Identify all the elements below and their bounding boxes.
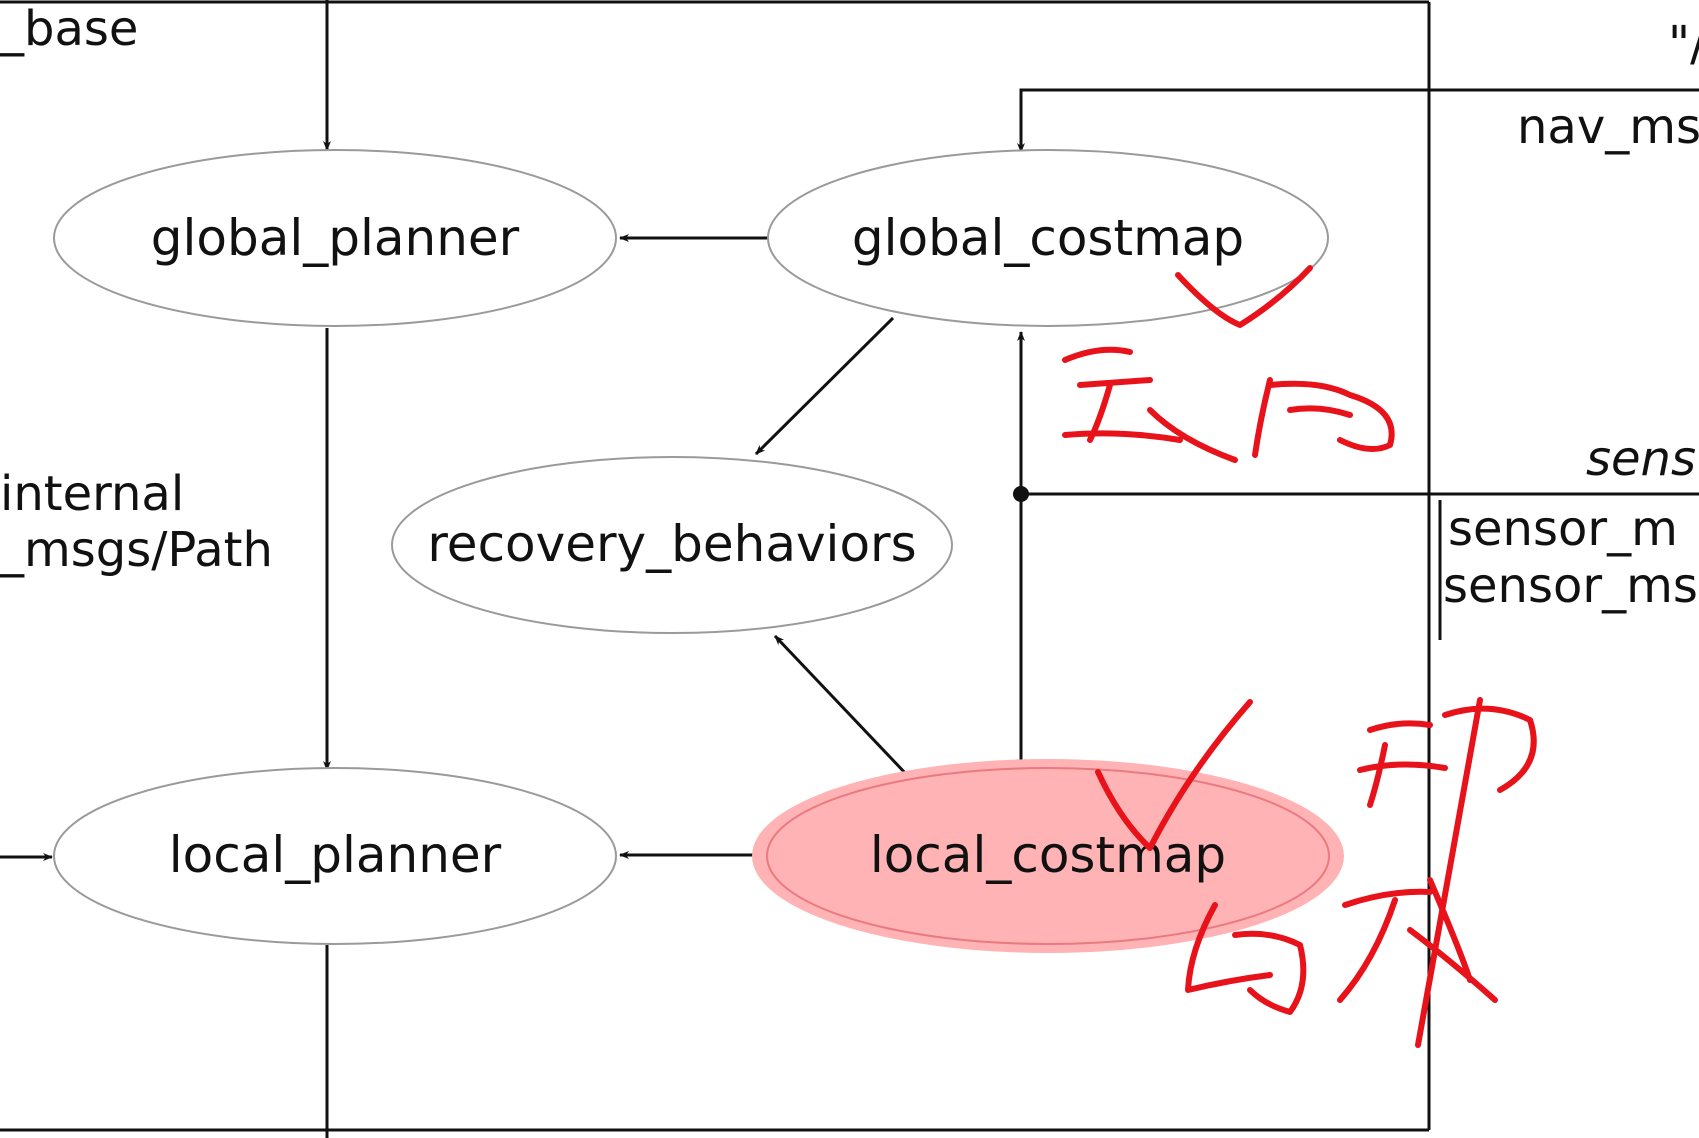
node-local-costmap[interactable]: local_costmap [752, 759, 1344, 953]
node-recovery-behaviors[interactable]: recovery_behaviors [391, 456, 953, 634]
handwritten-jubu [1185, 697, 1537, 1048]
handwritten-quanju [1062, 346, 1395, 463]
label-internal: internal [0, 466, 184, 522]
node-global-planner[interactable]: global_planner [53, 149, 617, 327]
global-planner-label: global_planner [151, 209, 520, 267]
local-costmap-label: local_costmap [870, 826, 1226, 884]
checkmark-1 [1175, 265, 1313, 328]
label-sensor-topic: sens [1586, 431, 1696, 487]
label-sensor-msgs-2: sensor_ms [1443, 558, 1698, 614]
label-nav-msgs: nav_ms [1517, 99, 1699, 155]
edge-global-costmap-to-recovery [754, 316, 895, 456]
node-local-planner[interactable]: local_planner [53, 767, 617, 945]
edge-goal-to-global-costmap [1017, 88, 1699, 153]
label-move-base: _base [0, 1, 138, 57]
sensor-junction-dot [1013, 486, 1029, 502]
label-sensor-msgs-1: sensor_m [1448, 501, 1678, 557]
recovery-behaviors-label: recovery_behaviors [427, 515, 916, 573]
label-msgs-path: _msgs/Path [0, 522, 273, 578]
checkmark-2 [1095, 699, 1253, 851]
global-costmap-label: global_costmap [852, 209, 1244, 267]
node-global-costmap[interactable]: global_costmap [767, 149, 1329, 327]
edge-local-costmap-to-recovery [773, 634, 910, 778]
local-planner-label: local_planner [169, 826, 502, 884]
handwritten-annotations [1062, 265, 1537, 1048]
label-quote: "/ [1668, 16, 1699, 72]
